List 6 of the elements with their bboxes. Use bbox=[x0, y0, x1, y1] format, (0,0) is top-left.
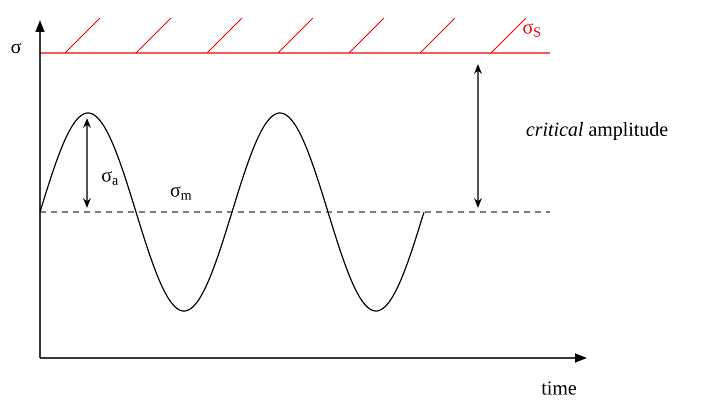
mean-label: σ$_{m}$ bbox=[170, 186, 192, 200]
threshold-label: σ$_{S}$ bbox=[523, 23, 540, 37]
axis-label: time bbox=[541, 381, 576, 395]
axis-label: σ bbox=[11, 42, 22, 54]
amplitude-label: critical amplitude bbox=[526, 122, 668, 140]
amplitude-label: σ$_{a}$ bbox=[102, 171, 118, 185]
